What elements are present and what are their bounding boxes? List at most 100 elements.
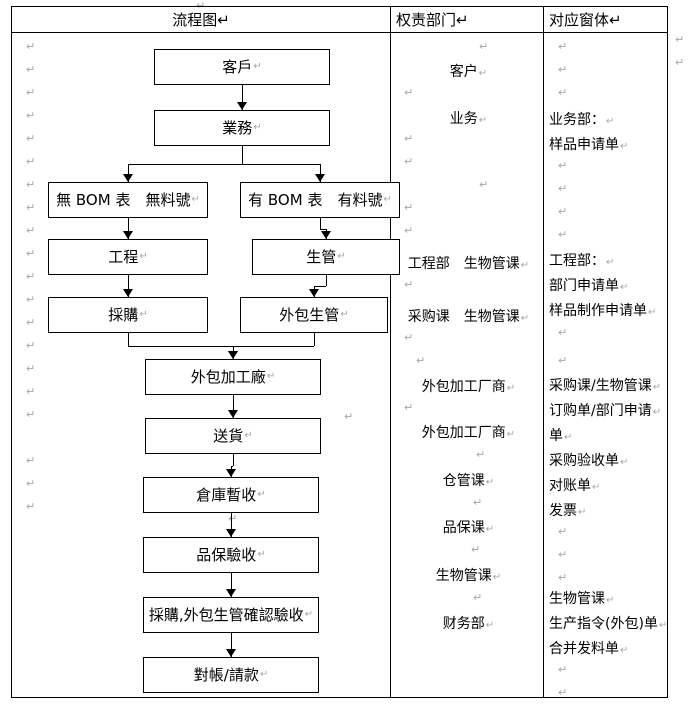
pilcrow-icon: ↵ <box>558 228 568 241</box>
department-line: 采购课 生物管课↵ <box>396 309 541 327</box>
pilcrow-icon: ↵ <box>485 477 495 488</box>
flowchart-node-label: 倉庫暫收 <box>196 486 257 504</box>
department-line: 工程部 生物管课↵ <box>396 256 541 274</box>
flow-edge-sales-to-no-bom-jog <box>128 164 242 165</box>
form-line-label: 采购验收单 <box>549 453 619 469</box>
flowchart-node-out-pc[interactable]: 外包生管↵ <box>240 297 388 333</box>
flowchart-node-no-bom[interactable]: 無 BOM 表 無料號↵ <box>48 182 208 218</box>
flowchart-node-sales[interactable]: 業務↵ <box>154 110 330 146</box>
column-divider-2 <box>543 7 544 697</box>
department-line-label: 客户 <box>449 64 478 80</box>
form-line-label: 业务部： <box>549 112 605 128</box>
department-line-label: 采购课 生物管课 <box>407 309 520 325</box>
flowchart-node-has-bom[interactable]: 有 BOM 表 有料號↵ <box>240 182 400 218</box>
flow-edge-warehouse-to-qa-check <box>231 513 232 537</box>
department-line: 仓管课↵ <box>396 473 541 491</box>
column-header-department-label: 权责部门 <box>396 11 457 29</box>
pilcrow-icon: ↵ <box>404 86 414 99</box>
flow-edge-engineer-to-purchase-arrowhead <box>123 289 133 297</box>
flowchart-node-label: 外包生管 <box>279 306 340 324</box>
column-divider-1 <box>390 7 391 697</box>
pilcrow-icon: ↵ <box>558 525 568 538</box>
flowchart-node-customer[interactable]: 客戶↵ <box>154 49 330 85</box>
pilcrow-icon: ↵ <box>253 61 262 72</box>
pilcrow-icon: ↵ <box>606 257 615 268</box>
department-line: 外包加工厂商↵ <box>396 379 541 397</box>
flow-edge-confirm-to-settle-arrowhead <box>226 649 236 657</box>
pilcrow-icon: ↵ <box>471 543 481 556</box>
flow-edge-out-pc-to-out-fact-arrowhead <box>228 351 238 359</box>
pilcrow-icon: ↵ <box>652 407 662 418</box>
pilcrow-icon: ↵ <box>404 401 414 414</box>
pilcrow-icon: ↵ <box>337 251 346 262</box>
form-line: 采购课/生物管课↵ <box>549 378 661 396</box>
flowchart-node-label: 客戶 <box>222 58 253 76</box>
flow-edge-delivery-to-warehouse <box>233 454 234 466</box>
flowchart-node-label: 業務 <box>222 119 253 137</box>
flow-edge-out-pc-to-out-fact-jog <box>233 346 314 347</box>
flowchart-node-delivery[interactable]: 送貨↵ <box>145 418 321 454</box>
pilcrow-icon: ↵ <box>506 383 516 394</box>
pilcrow-icon: ↵ <box>26 500 36 513</box>
flowchart-node-label: 有 BOM 表 有料號 <box>248 191 383 209</box>
flow-edge-purchase-to-out-fact-jog <box>128 346 233 347</box>
flowchart-node-label: 品保驗收 <box>196 546 257 564</box>
pilcrow-icon: ↵ <box>652 382 662 393</box>
flow-edge-out-pc-to-out-fact <box>314 333 315 346</box>
flow-edge-engineer-to-purchase <box>128 275 129 297</box>
flowchart-node-prod-ctrl[interactable]: 生管↵ <box>252 239 400 275</box>
pilcrow-icon: ↵ <box>478 68 488 79</box>
flow-edge-sales-to-no-bom-arrowhead <box>123 174 133 182</box>
pilcrow-icon: ↵ <box>558 663 568 676</box>
pilcrow-icon: ↵ <box>26 132 36 145</box>
flowchart-node-label: 對帳/請款 <box>193 666 259 684</box>
pilcrow-icon: ↵ <box>244 430 253 441</box>
form-line: 采购验收单↵ <box>549 453 628 471</box>
pilcrow-icon: ↵ <box>606 116 615 127</box>
flowchart-node-engineer[interactable]: 工程↵ <box>48 239 208 275</box>
pilcrow-icon: ↵ <box>520 260 530 271</box>
form-line: 单↵ <box>549 428 572 446</box>
flowchart-node-warehouse[interactable]: 倉庫暫收↵ <box>143 477 319 513</box>
flow-edge-prod-ctrl-to-out-pc-arrowhead <box>309 289 319 297</box>
pilcrow-icon: ↵ <box>558 63 568 76</box>
flowchart-node-out-fact[interactable]: 外包加工廠↵ <box>145 359 321 395</box>
pilcrow-icon: ↵ <box>26 247 36 260</box>
form-line: 生物管课↵ <box>549 591 614 609</box>
flowchart-node-qa-check[interactable]: 品保驗收↵ <box>143 537 319 573</box>
department-line-label: 仓管课 <box>442 473 485 489</box>
flow-edge-prod-ctrl-to-out-pc <box>326 275 327 286</box>
form-line: 发票↵ <box>549 503 586 521</box>
pilcrow-icon: ↵ <box>558 571 568 584</box>
flow-edge-customer-to-sales-arrowhead <box>237 102 247 110</box>
form-line: 生产指令(外包)单↵ <box>549 616 667 634</box>
flowchart-node-confirm[interactable]: 採購,外包生管確認驗收↵ <box>143 597 319 633</box>
pilcrow-icon: ↵ <box>658 620 668 631</box>
pilcrow-icon: ↵ <box>404 201 414 214</box>
pilcrow-icon: ↵ <box>228 512 238 525</box>
pilcrow-icon: ↵ <box>26 362 36 375</box>
form-line-label: 样品申请单 <box>549 137 619 153</box>
flow-edge-delivery-to-warehouse-arrowhead <box>226 469 236 477</box>
pilcrow-icon: ↵ <box>558 86 568 99</box>
pilcrow-icon: ↵ <box>558 548 568 561</box>
pilcrow-icon: ↵ <box>26 454 36 467</box>
pilcrow-icon: ↵ <box>26 40 36 53</box>
pilcrow-icon: ↵ <box>485 620 495 631</box>
pilcrow-icon: ↵ <box>340 309 349 320</box>
flowchart-node-label: 採購,外包生管確認驗收 <box>148 606 304 624</box>
pilcrow-icon: ↵ <box>620 457 629 468</box>
pilcrow-icon: ↵ <box>26 63 36 76</box>
form-line: 工程部：↵ <box>549 253 614 271</box>
form-line-label: 采购课/生物管课 <box>549 378 652 394</box>
department-line: 品保课↵ <box>396 520 541 538</box>
pilcrow-icon: ↵ <box>383 194 392 205</box>
pilcrow-icon: ↵ <box>26 86 36 99</box>
department-line-label: 外包加工厂商 <box>421 425 506 441</box>
department-line-label: 外包加工厂商 <box>421 379 506 395</box>
flowchart-node-settle[interactable]: 對帳/請款↵ <box>143 657 319 693</box>
form-line-label: 订购单/部门申请 <box>549 403 652 419</box>
flowchart-node-purchase[interactable]: 採購↵ <box>48 297 208 333</box>
pilcrow-icon: ↵ <box>266 371 276 382</box>
